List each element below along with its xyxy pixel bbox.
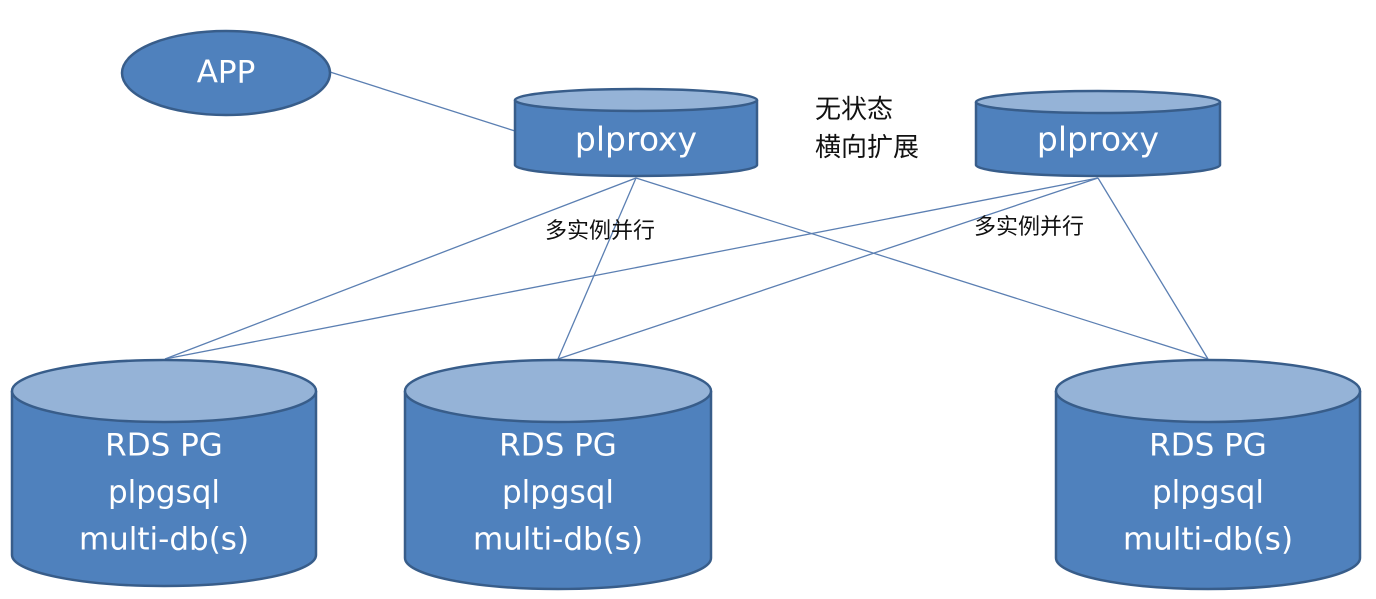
plproxy-label-2: plproxy: [1037, 120, 1159, 159]
db2-line1: RDS PG: [499, 428, 617, 464]
connector-proxy2-db1: [164, 177, 1099, 360]
db3-line3: multi-db(s): [1123, 522, 1293, 558]
scale-note-line2: 横向扩展: [815, 133, 919, 163]
parallel-note-2: 多实例并行: [974, 215, 1084, 240]
app-node: APP: [120, 29, 332, 117]
db1-line1: RDS PG: [105, 428, 223, 464]
db1-line3: multi-db(s): [79, 522, 249, 558]
connector-proxy2-db2: [557, 177, 1099, 360]
db3-line2: plpgsql: [1152, 475, 1264, 511]
database-node-2: RDS PG plpgsql multi-db(s): [403, 358, 713, 591]
plproxy-node-2: plproxy: [974, 89, 1222, 178]
connector-proxy2-db3: [1097, 177, 1209, 360]
db1-line2: plpgsql: [108, 475, 220, 511]
scale-note-line1: 无状态: [815, 95, 893, 125]
connectors: [164, 71, 1209, 360]
db2-line2: plpgsql: [502, 475, 614, 511]
plproxy-label-1: plproxy: [575, 120, 697, 159]
connector-proxy1-db1: [164, 177, 637, 360]
connector-proxy1-db3: [635, 177, 1209, 360]
db2-line3: multi-db(s): [473, 522, 643, 558]
app-label: APP: [197, 55, 256, 91]
database-node-1: RDS PG plpgsql multi-db(s): [10, 358, 318, 588]
database-node-3: RDS PG plpgsql multi-db(s): [1054, 358, 1362, 591]
connector-proxy1-db2: [557, 177, 637, 360]
plproxy-node-1: plproxy: [513, 87, 759, 178]
db3-line1: RDS PG: [1149, 428, 1267, 464]
connector-app-proxy1: [329, 71, 516, 132]
parallel-note-1: 多实例并行: [545, 219, 655, 244]
